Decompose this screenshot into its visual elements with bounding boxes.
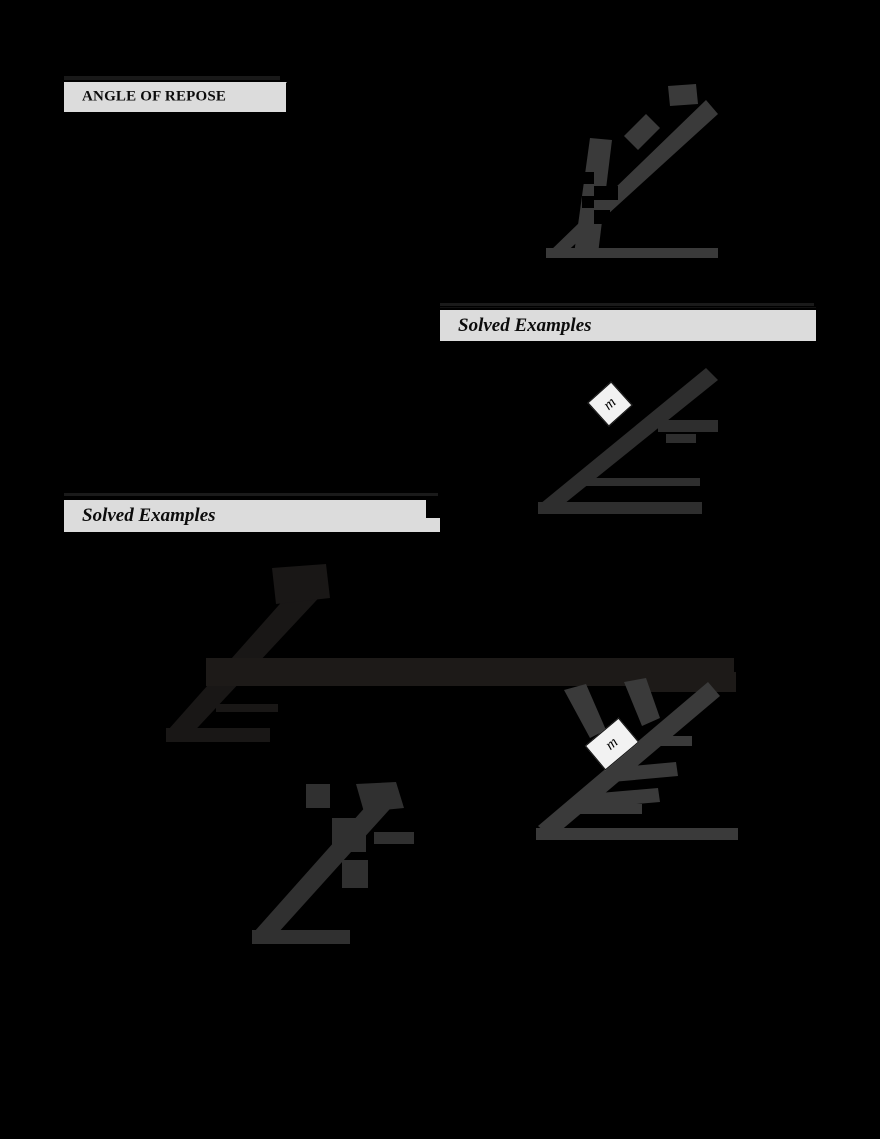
section-banner-solved-examples-right: Solved Examples [440, 303, 816, 341]
figure-inclined-plane-repose [528, 78, 728, 268]
section-title-angle-of-repose: ANGLE OF REPOSE [82, 88, 227, 105]
banner-rule [64, 493, 438, 496]
section-title-solved-examples-left: Solved Examples [82, 505, 216, 526]
section-banner-solved-examples-left: Solved Examples [64, 493, 440, 532]
banner-rule-thin [440, 307, 816, 308]
section-banner-angle-of-repose: ANGLE OF REPOSE [64, 76, 287, 112]
figure-incline-with-forces [244, 772, 434, 948]
figure-incline-block-m: m [528, 362, 738, 524]
figure-free-body-diagram: m [528, 676, 744, 856]
banner-notch [426, 500, 440, 518]
banner-top-rule [64, 76, 280, 80]
section-title-solved-examples-right: Solved Examples [458, 314, 592, 336]
banner-rule [440, 303, 814, 306]
banner-fold-icon [257, 82, 287, 112]
figure-inclined-plane-large [160, 558, 360, 744]
